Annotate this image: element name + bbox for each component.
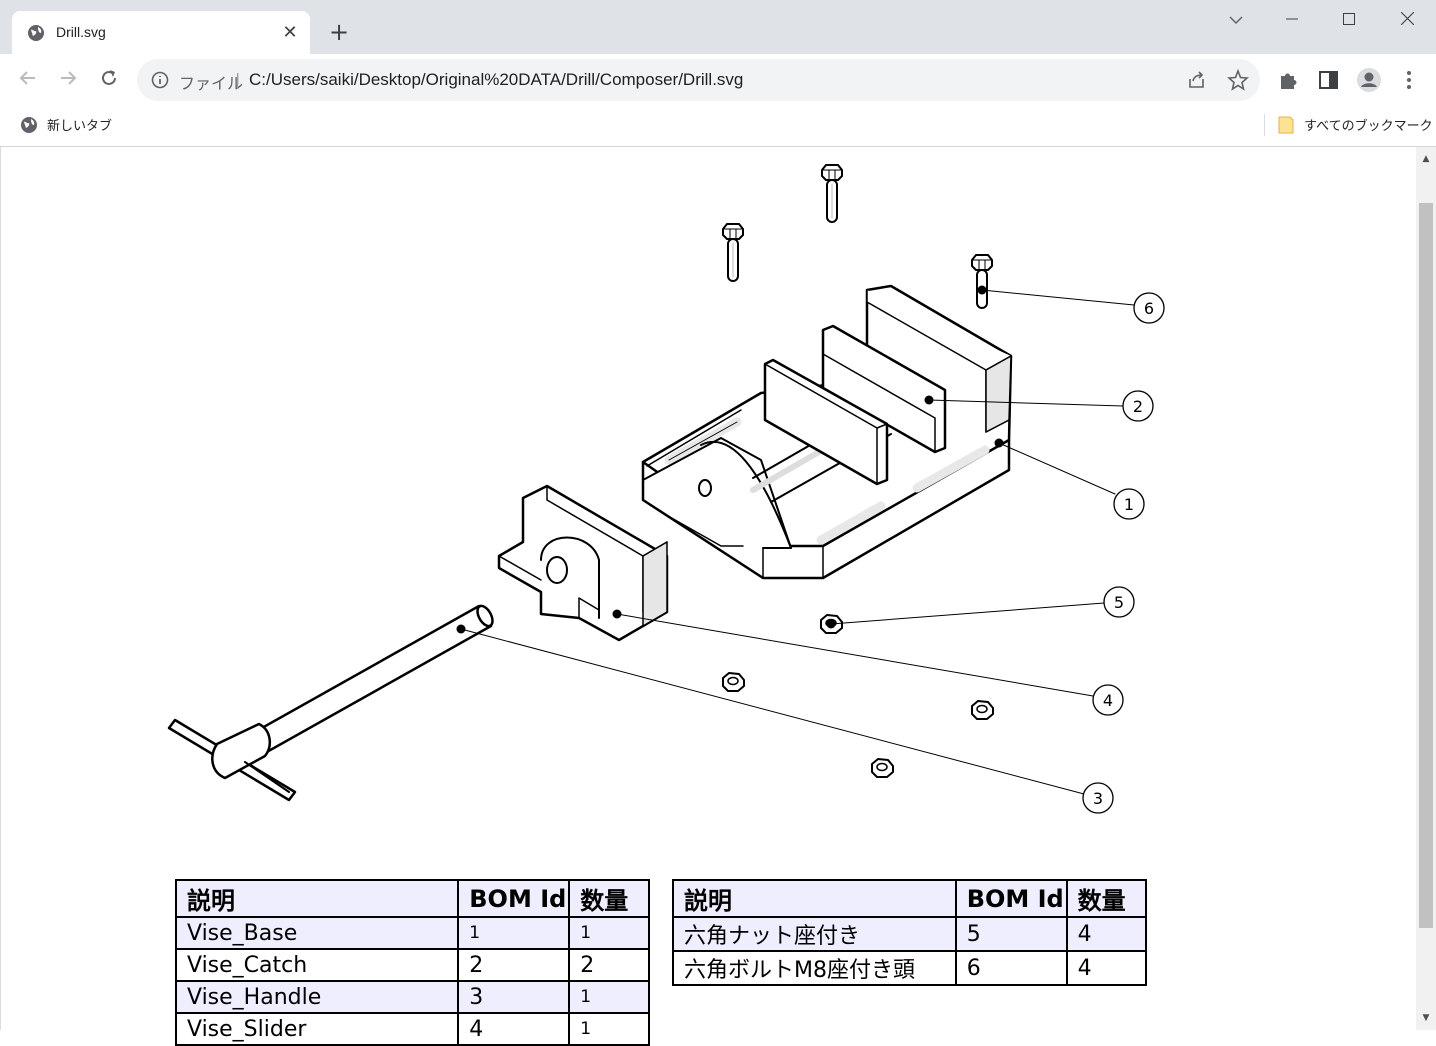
balloon-4-label: 4 xyxy=(1103,691,1113,710)
table-row: 六角ボルトM8座付き頭 6 4 xyxy=(672,950,1148,986)
cell-description: 六角ボルトM8座付き頭 xyxy=(672,950,957,986)
cell-bom-id: 1 xyxy=(457,916,571,950)
tab-search-button[interactable] xyxy=(1216,6,1256,34)
balloon-5-label: 5 xyxy=(1114,593,1124,612)
cell-bom-id: 6 xyxy=(954,950,1068,986)
tab-title: Drill.svg xyxy=(56,24,106,40)
arrow-right-icon xyxy=(61,71,77,85)
leader-dots xyxy=(456,285,1004,634)
balloon-3: 3 xyxy=(1082,782,1114,814)
bom-table-hardware: 説明 BOM Id 数量 六角ナット座付き 5 4 六角ボルトM8座付き頭 6 … xyxy=(672,879,1148,986)
all-bookmarks-label: すべてのブックマーク xyxy=(1304,119,1433,134)
new-tab-button[interactable]: + xyxy=(328,18,350,46)
cell-description: Vise_Slider xyxy=(174,1012,460,1046)
info-icon[interactable] xyxy=(150,70,170,90)
arrow-left-icon xyxy=(19,71,35,85)
reload-button[interactable] xyxy=(95,66,123,94)
bookmark-new-tab[interactable]: 新しいタブ xyxy=(20,115,112,134)
table-row: Vise_Slider 4 1 xyxy=(174,1012,650,1046)
balloon-5: 5 xyxy=(1103,586,1135,618)
close-window-button[interactable] xyxy=(1387,6,1427,34)
vise-exploded-drawing: 1 2 3 4 5 6 xyxy=(167,164,1165,814)
vise-slider-part-4 xyxy=(497,484,669,642)
cell-description: Vise_Catch xyxy=(174,948,460,982)
profile-icon[interactable] xyxy=(1356,67,1382,93)
svg-viewer-content: 1 2 3 4 5 6 説明 BOM Id 数量 Vise_Base 1 1 V… xyxy=(0,147,1417,1046)
cell-quantity: 1 xyxy=(568,916,650,950)
chevron-down-icon xyxy=(1229,16,1243,25)
balloon-2-label: 2 xyxy=(1133,397,1143,416)
reload-icon xyxy=(102,70,116,85)
header-quantity: 数量 xyxy=(1065,879,1148,918)
balloons: 1 2 3 4 5 6 xyxy=(1082,292,1165,814)
bookmarks-divider xyxy=(1264,114,1265,136)
cell-quantity: 4 xyxy=(1065,950,1148,986)
table-header-row: 説明 BOM Id 数量 xyxy=(672,879,1148,918)
header-bom-id: BOM Id xyxy=(457,879,571,918)
nut-part-5 xyxy=(722,614,994,778)
table-row: 六角ナット座付き 5 4 xyxy=(672,916,1148,952)
scroll-up-arrow[interactable]: ▲ xyxy=(1422,154,1430,164)
side-panel-icon[interactable] xyxy=(1317,68,1341,92)
bookmark-label: 新しいタブ xyxy=(47,119,113,134)
minimize-button[interactable] xyxy=(1272,6,1312,34)
cell-description: 六角ナット座付き xyxy=(672,916,957,952)
header-description: 説明 xyxy=(174,879,460,918)
maximize-icon xyxy=(1343,13,1355,25)
cell-description: Vise_Handle xyxy=(174,980,460,1014)
bookmarks-bar: 新しいタブ すべてのブックマーク xyxy=(0,106,1436,147)
vise-handle-part-3 xyxy=(167,604,494,802)
balloon-6: 6 xyxy=(1133,292,1165,324)
bookmark-star-icon[interactable] xyxy=(1227,69,1249,91)
url-text[interactable]: C:/Users/saiki/Desktop/Original%20DATA/D… xyxy=(249,70,744,89)
balloon-1-label: 1 xyxy=(1124,495,1134,514)
vertical-scrollbar[interactable]: ▲ ▼ xyxy=(1416,147,1436,1030)
balloon-3-label: 3 xyxy=(1093,789,1103,808)
vise-catch-part-2 xyxy=(763,324,947,486)
balloon-1: 1 xyxy=(1113,488,1145,520)
table-row: Vise_Handle 3 1 xyxy=(174,980,650,1014)
header-quantity: 数量 xyxy=(568,879,650,918)
scroll-thumb[interactable] xyxy=(1419,203,1433,928)
table-row: Vise_Base 1 1 xyxy=(174,916,650,950)
cell-bom-id: 5 xyxy=(954,916,1068,952)
globe-icon xyxy=(28,25,44,41)
menu-icon[interactable] xyxy=(1397,68,1421,92)
cell-quantity: 1 xyxy=(568,1012,650,1046)
header-bom-id: BOM Id xyxy=(954,879,1068,918)
tab-close-button[interactable]: ✕ xyxy=(282,22,298,43)
cell-description: Vise_Base xyxy=(174,916,460,950)
address-bar[interactable]: ファイル | C:/Users/saiki/Desktop/Original%2… xyxy=(137,59,1260,101)
minimize-icon xyxy=(1286,18,1298,20)
all-bookmarks-button[interactable]: すべてのブックマーク xyxy=(1278,115,1433,134)
back-button[interactable] xyxy=(14,66,42,94)
cell-bom-id: 2 xyxy=(457,948,571,982)
browser-toolbar: ファイル | C:/Users/saiki/Desktop/Original%2… xyxy=(0,54,1436,106)
table-row: Vise_Catch 2 2 xyxy=(174,948,650,982)
cell-quantity: 4 xyxy=(1065,916,1148,952)
tab-strip: Drill.svg ✕ + xyxy=(0,0,1436,54)
cell-bom-id: 3 xyxy=(457,980,571,1014)
maximize-button[interactable] xyxy=(1329,6,1369,34)
share-icon[interactable] xyxy=(1186,69,1208,91)
bom-table-parts: 説明 BOM Id 数量 Vise_Base 1 1 Vise_Catch 2 … xyxy=(174,879,650,1046)
folder-icon xyxy=(1278,116,1294,134)
globe-icon xyxy=(21,117,37,133)
forward-button[interactable] xyxy=(54,66,82,94)
balloon-leaders xyxy=(460,289,1135,795)
cell-quantity: 1 xyxy=(568,980,650,1014)
balloon-2: 2 xyxy=(1122,390,1154,422)
balloon-4: 4 xyxy=(1092,684,1124,716)
balloon-6-label: 6 xyxy=(1144,299,1154,318)
scroll-down-arrow[interactable]: ▼ xyxy=(1422,1013,1430,1023)
tab-drill-svg[interactable]: Drill.svg ✕ xyxy=(12,11,310,54)
scheme-label: ファイル xyxy=(179,76,244,93)
cell-quantity: 2 xyxy=(568,948,650,982)
url-separator: | xyxy=(235,70,241,89)
extensions-icon[interactable] xyxy=(1277,68,1301,92)
close-icon xyxy=(1400,11,1414,26)
header-description: 説明 xyxy=(672,879,957,918)
cell-bom-id: 4 xyxy=(457,1012,571,1046)
table-header-row: 説明 BOM Id 数量 xyxy=(174,879,650,918)
